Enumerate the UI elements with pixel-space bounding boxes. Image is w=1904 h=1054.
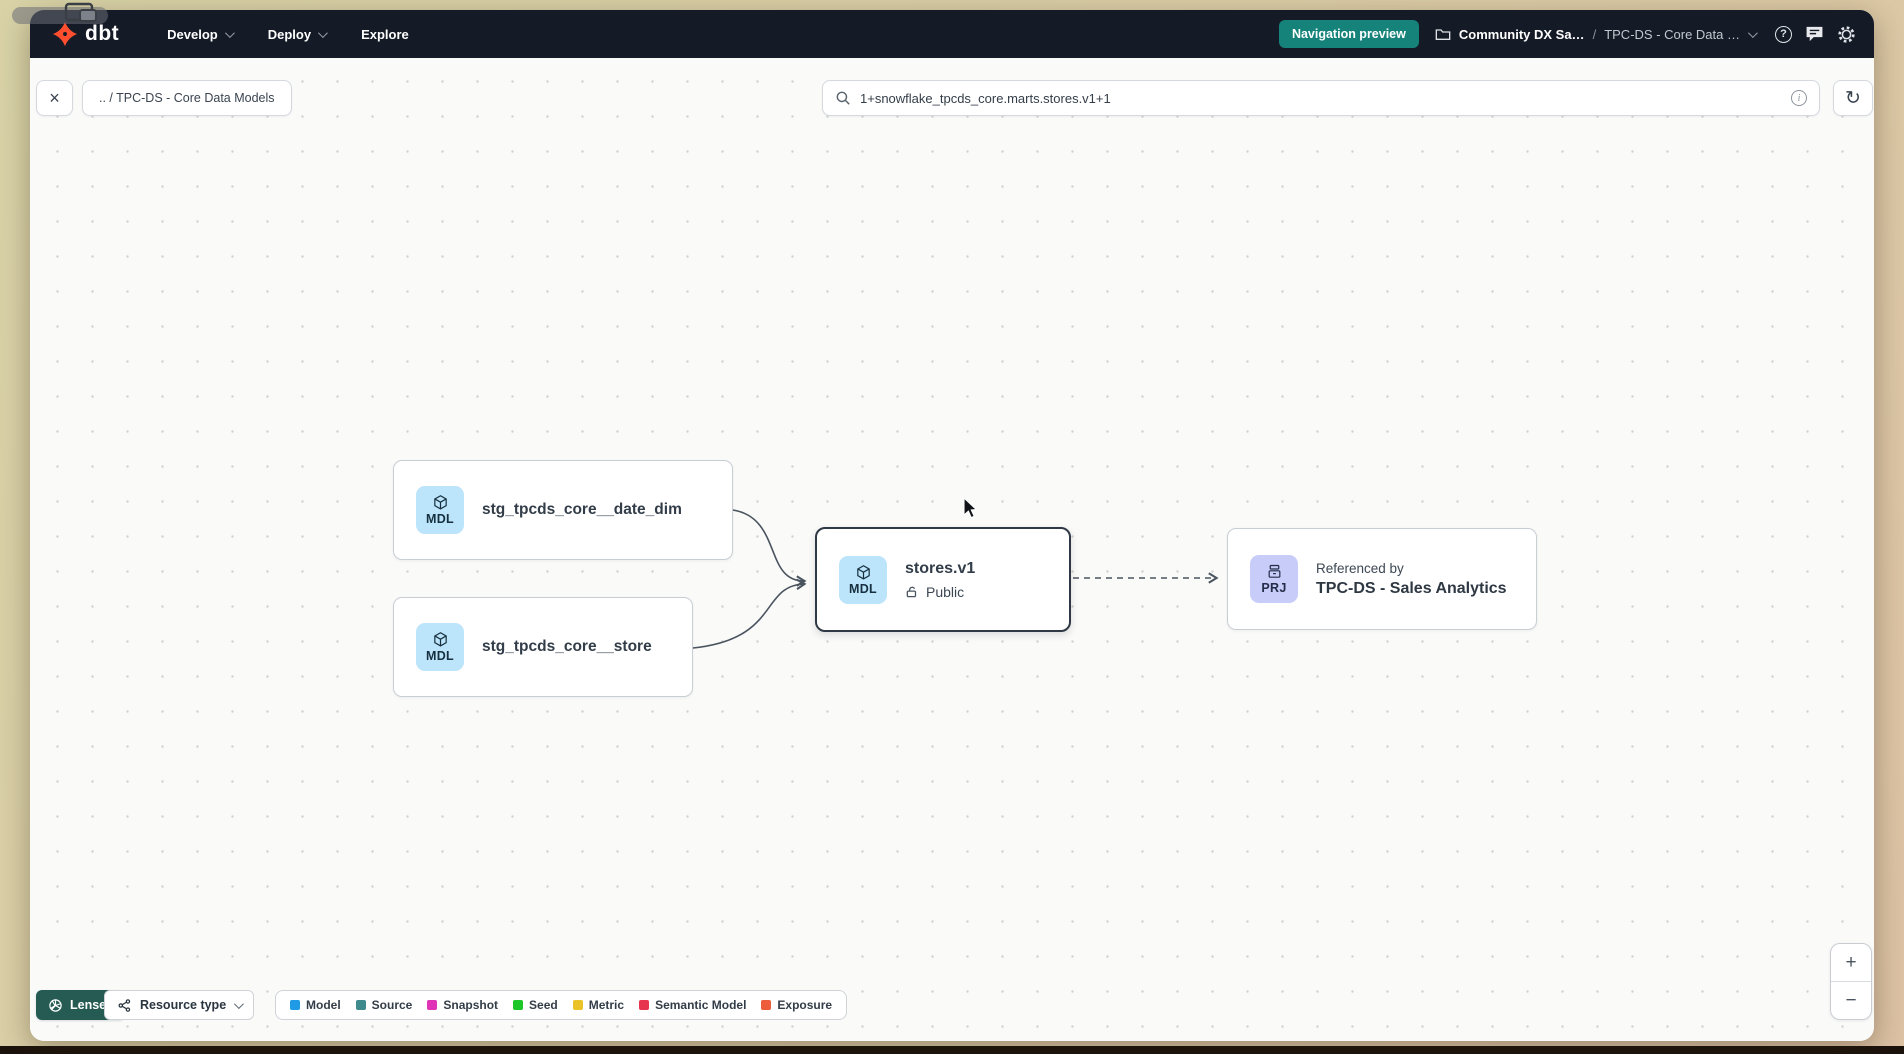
node-label: stores.v1 [905,559,976,577]
resource-type-button[interactable]: Resource type [104,990,255,1020]
badge-code: MDL [426,649,454,663]
help-icon[interactable]: ? [1775,25,1792,43]
minus-icon: − [1845,989,1857,1011]
resource-legend: Model Source Snapshot Seed Metric Semant… [275,990,848,1020]
legend-item-exposure: Exposure [761,998,832,1012]
legend-label: Model [306,998,341,1012]
cube-icon [433,632,447,647]
legend-swatch [355,1000,366,1010]
lineage-selector-bar: i [822,80,1820,116]
legend-item-model: Model [290,998,341,1012]
nav-item-develop-label: Develop [167,26,218,42]
legend-swatch [639,1000,650,1010]
lineage-path-chip[interactable]: .. / TPC-DS - Core Data Models [82,80,292,116]
zoom-controls: + − [1830,943,1872,1020]
nav-item-explore-label: Explore [361,26,409,42]
legend-label: Exposure [777,998,833,1012]
badge-code: MDL [426,512,454,526]
cube-icon [433,495,447,510]
legend-item-source: Source [355,998,413,1012]
badge-code: MDL [849,581,877,596]
nav-item-deploy[interactable]: Deploy [254,19,339,50]
lenses-label: Lenses [70,998,114,1012]
dbt-logo[interactable]: dbt [52,21,119,47]
node-label: TPC-DS - Sales Analytics [1316,579,1507,597]
node-label: stg_tpcds_core__date_dim [482,501,682,518]
model-badge: MDL [416,623,464,671]
legend-swatch [761,1000,772,1010]
model-badge: MDL [839,555,887,604]
breadcrumb-project[interactable]: Community DX Sa… [1458,26,1585,42]
feedback-icon[interactable] [1805,25,1824,43]
access-label: Public [926,583,965,600]
legend-item-seed: Seed [513,998,558,1012]
legend-swatch [427,1000,438,1010]
nav-item-develop[interactable]: Develop [153,19,246,50]
chevron-down-icon [224,27,235,38]
lens-aperture-icon [49,998,62,1012]
zoom-in-button[interactable]: + [1831,944,1871,981]
info-icon[interactable]: i [1791,90,1807,106]
plus-icon: + [1845,951,1857,973]
cube-icon [856,564,870,580]
app-window: dbt Develop Deploy Explore Navigation pr… [30,10,1874,1041]
legend-swatch [513,1000,524,1010]
lock-open-icon [906,586,917,597]
legend-label: Seed [529,998,558,1012]
legend-label: Snapshot [443,998,499,1012]
chevron-down-icon [318,27,328,38]
gear-icon[interactable] [1837,25,1856,44]
breadcrumb-separator: / [1592,26,1597,42]
graph-nodes-icon [118,998,131,1012]
refresh-icon: ↻ [1845,87,1861,109]
folder-icon [1435,29,1451,40]
project-badge: PRJ [1250,555,1298,603]
legend-swatch [290,1000,300,1010]
legend-item-metric: Metric [572,998,625,1012]
node-stg-tpcds-core-date-dim[interactable]: MDL stg_tpcds_core__date_dim [393,460,733,560]
breadcrumb-page[interactable]: TPC-DS - Core Data … [1604,26,1740,42]
chevron-down-icon [234,998,245,1009]
node-stores-v1[interactable]: MDL stores.v1 Public [815,527,1071,632]
window-icon [64,2,97,22]
selector-input[interactable] [860,90,1782,106]
legend-label: Semantic Model [655,998,747,1012]
referenced-by-label: Referenced by [1316,560,1404,576]
chevron-down-icon[interactable] [1747,27,1758,38]
archive-icon [1268,564,1280,578]
refresh-lineage-button[interactable]: ↻ [1833,80,1873,116]
legend-item-semantic-model: Semantic Model [639,998,746,1012]
legend-item-snapshot: Snapshot [427,998,498,1012]
brand-text: dbt [85,22,120,45]
legend-swatch [572,1000,583,1010]
node-stg-tpcds-core-store[interactable]: MDL stg_tpcds_core__store [393,597,693,697]
nav-item-deploy-label: Deploy [267,26,312,42]
zoom-out-button[interactable]: − [1831,982,1871,1019]
badge-code: PRJ [1261,581,1287,595]
legend-label: Source [371,998,413,1012]
node-referenced-project[interactable]: PRJ Referenced by TPC-DS - Sales Analyti… [1227,528,1537,630]
top-navbar: dbt Develop Deploy Explore Navigation pr… [30,10,1874,58]
nav-item-explore[interactable]: Explore [347,19,423,50]
resource-type-label: Resource type [140,998,227,1012]
node-label: stg_tpcds_core__store [482,638,652,655]
close-icon: × [49,87,60,108]
legend-label: Metric [588,998,625,1012]
desktop-bottom-strip [0,1046,1904,1054]
navigation-preview-badge[interactable]: Navigation preview [1278,20,1419,48]
dbt-logo-icon [52,21,78,47]
breadcrumb[interactable]: Community DX Sa… / TPC-DS - Core Data … [1435,26,1758,42]
search-icon [836,91,850,105]
divider [1831,981,1871,982]
close-lineage-button[interactable]: × [36,80,73,116]
model-badge: MDL [416,486,464,534]
